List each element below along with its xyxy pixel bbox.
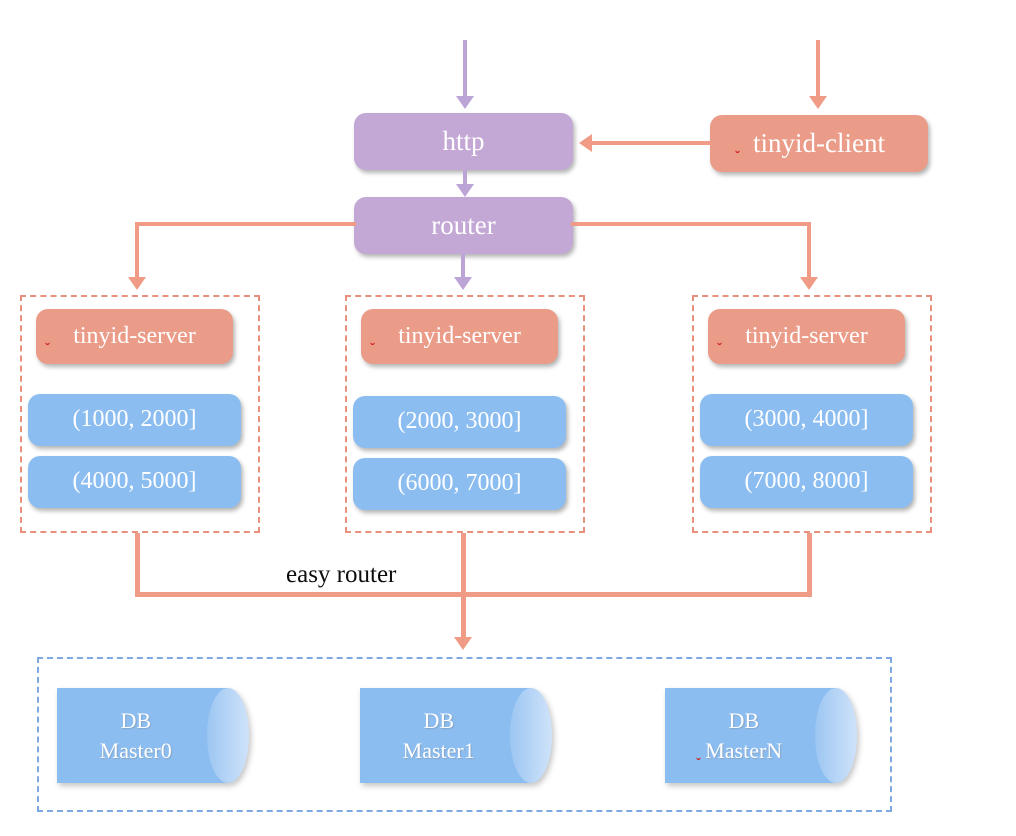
db-master-n-line1: DB (728, 707, 759, 733)
db-master-0-line2: Master0 (99, 737, 172, 763)
db-master-0-label: DB Master0 (57, 688, 214, 783)
server-group-1-segment-2[interactable]: (4000, 5000] (28, 456, 241, 508)
server-group-2-segment-1[interactable]: (2000, 3000] (353, 396, 566, 448)
router-left-branch-vertical (135, 222, 139, 280)
server-group-3-segment-2[interactable]: (7000, 8000] (700, 456, 913, 508)
router-left-branch-horizontal (135, 222, 356, 226)
server-group-1-segment-1-label: (1000, 2000] (72, 406, 197, 433)
db-master-n-line2: MasterN (705, 737, 783, 763)
server-group-2-segment-2[interactable]: (6000, 7000] (353, 458, 566, 510)
server-group-1-downlink (135, 533, 140, 596)
inbound-http-line (463, 40, 467, 98)
router-right-branch-vertical (807, 222, 811, 280)
db-master-1[interactable]: DB Master1 (360, 688, 552, 783)
router-left-branch-arrowhead (128, 277, 146, 290)
server-group-2-server-label: tinyid-server (398, 322, 521, 349)
db-master-1-body (360, 688, 531, 783)
server-group-2-segment-2-label: (6000, 7000] (397, 470, 522, 497)
router-center-branch-arrowhead (454, 277, 472, 290)
router-center-branch-vertical (461, 254, 465, 280)
server-group-1-server-label: tinyid-server (73, 322, 196, 349)
server-group-3-segment-1[interactable]: (3000, 4000] (700, 394, 913, 446)
bus-to-db-arrowhead (454, 637, 472, 650)
inbound-client-line (816, 40, 820, 98)
db-master-0-right-cap (207, 688, 249, 783)
db-master-1-right-cap (510, 688, 552, 783)
server-group-1-server-node[interactable]: tinyid-server (36, 309, 233, 364)
server-group-3-server-label: tinyid-server (745, 322, 868, 349)
inbound-http-arrowhead (456, 96, 474, 109)
db-master-1-label: DB Master1 (360, 688, 517, 783)
node-router-label: router (431, 210, 496, 241)
easy-router-label: easy router (286, 561, 397, 588)
server-group-3-segment-2-label: (7000, 8000] (744, 468, 869, 495)
db-master-0[interactable]: DB Master0 (57, 688, 249, 783)
server-group-2-server-node[interactable]: tinyid-server (361, 309, 558, 364)
db-master-n-label: DB MasterN (665, 688, 822, 783)
db-master-n-body (665, 688, 836, 783)
db-master-0-body (57, 688, 228, 783)
server-group-3-downlink (807, 533, 812, 596)
server-group-2 (345, 295, 585, 533)
db-master-1-left-cap (360, 688, 384, 783)
http-to-router-arrowhead (456, 184, 474, 197)
server-group-3-segment-1-label: (3000, 4000] (744, 406, 869, 433)
db-master-0-line1: DB (120, 707, 151, 733)
server-group-2-segment-1-label: (2000, 3000] (397, 408, 522, 435)
node-http[interactable]: http (354, 113, 573, 170)
server-group-3 (692, 295, 932, 533)
db-master-1-line2: Master1 (402, 737, 475, 763)
db-master-0-left-cap (57, 688, 81, 783)
easy-router-bus (135, 592, 812, 597)
server-group-1 (20, 295, 260, 533)
node-router[interactable]: router (354, 197, 573, 254)
db-master-n[interactable]: DB MasterN (665, 688, 857, 783)
node-tinyid-client-label: tinyid-client (753, 128, 885, 159)
database-cluster-container (37, 657, 892, 812)
db-master-1-line1: DB (423, 707, 454, 733)
client-to-http-arrowhead (579, 134, 592, 152)
bus-to-db-line (461, 592, 466, 640)
node-http-label: http (442, 126, 485, 157)
http-to-router-line (463, 170, 467, 186)
server-group-1-segment-2-label: (4000, 5000] (72, 468, 197, 495)
server-group-2-downlink (461, 533, 466, 596)
server-group-1-segment-1[interactable]: (1000, 2000] (28, 394, 241, 446)
server-group-3-server-node[interactable]: tinyid-server (708, 309, 905, 364)
router-right-branch-arrowhead (800, 277, 818, 290)
db-master-n-right-cap (815, 688, 857, 783)
inbound-client-arrowhead (809, 96, 827, 109)
client-to-http-line (592, 141, 710, 145)
router-right-branch-horizontal (571, 222, 811, 226)
node-tinyid-client[interactable]: tinyid-client (710, 115, 928, 172)
db-master-n-left-cap (665, 688, 689, 783)
